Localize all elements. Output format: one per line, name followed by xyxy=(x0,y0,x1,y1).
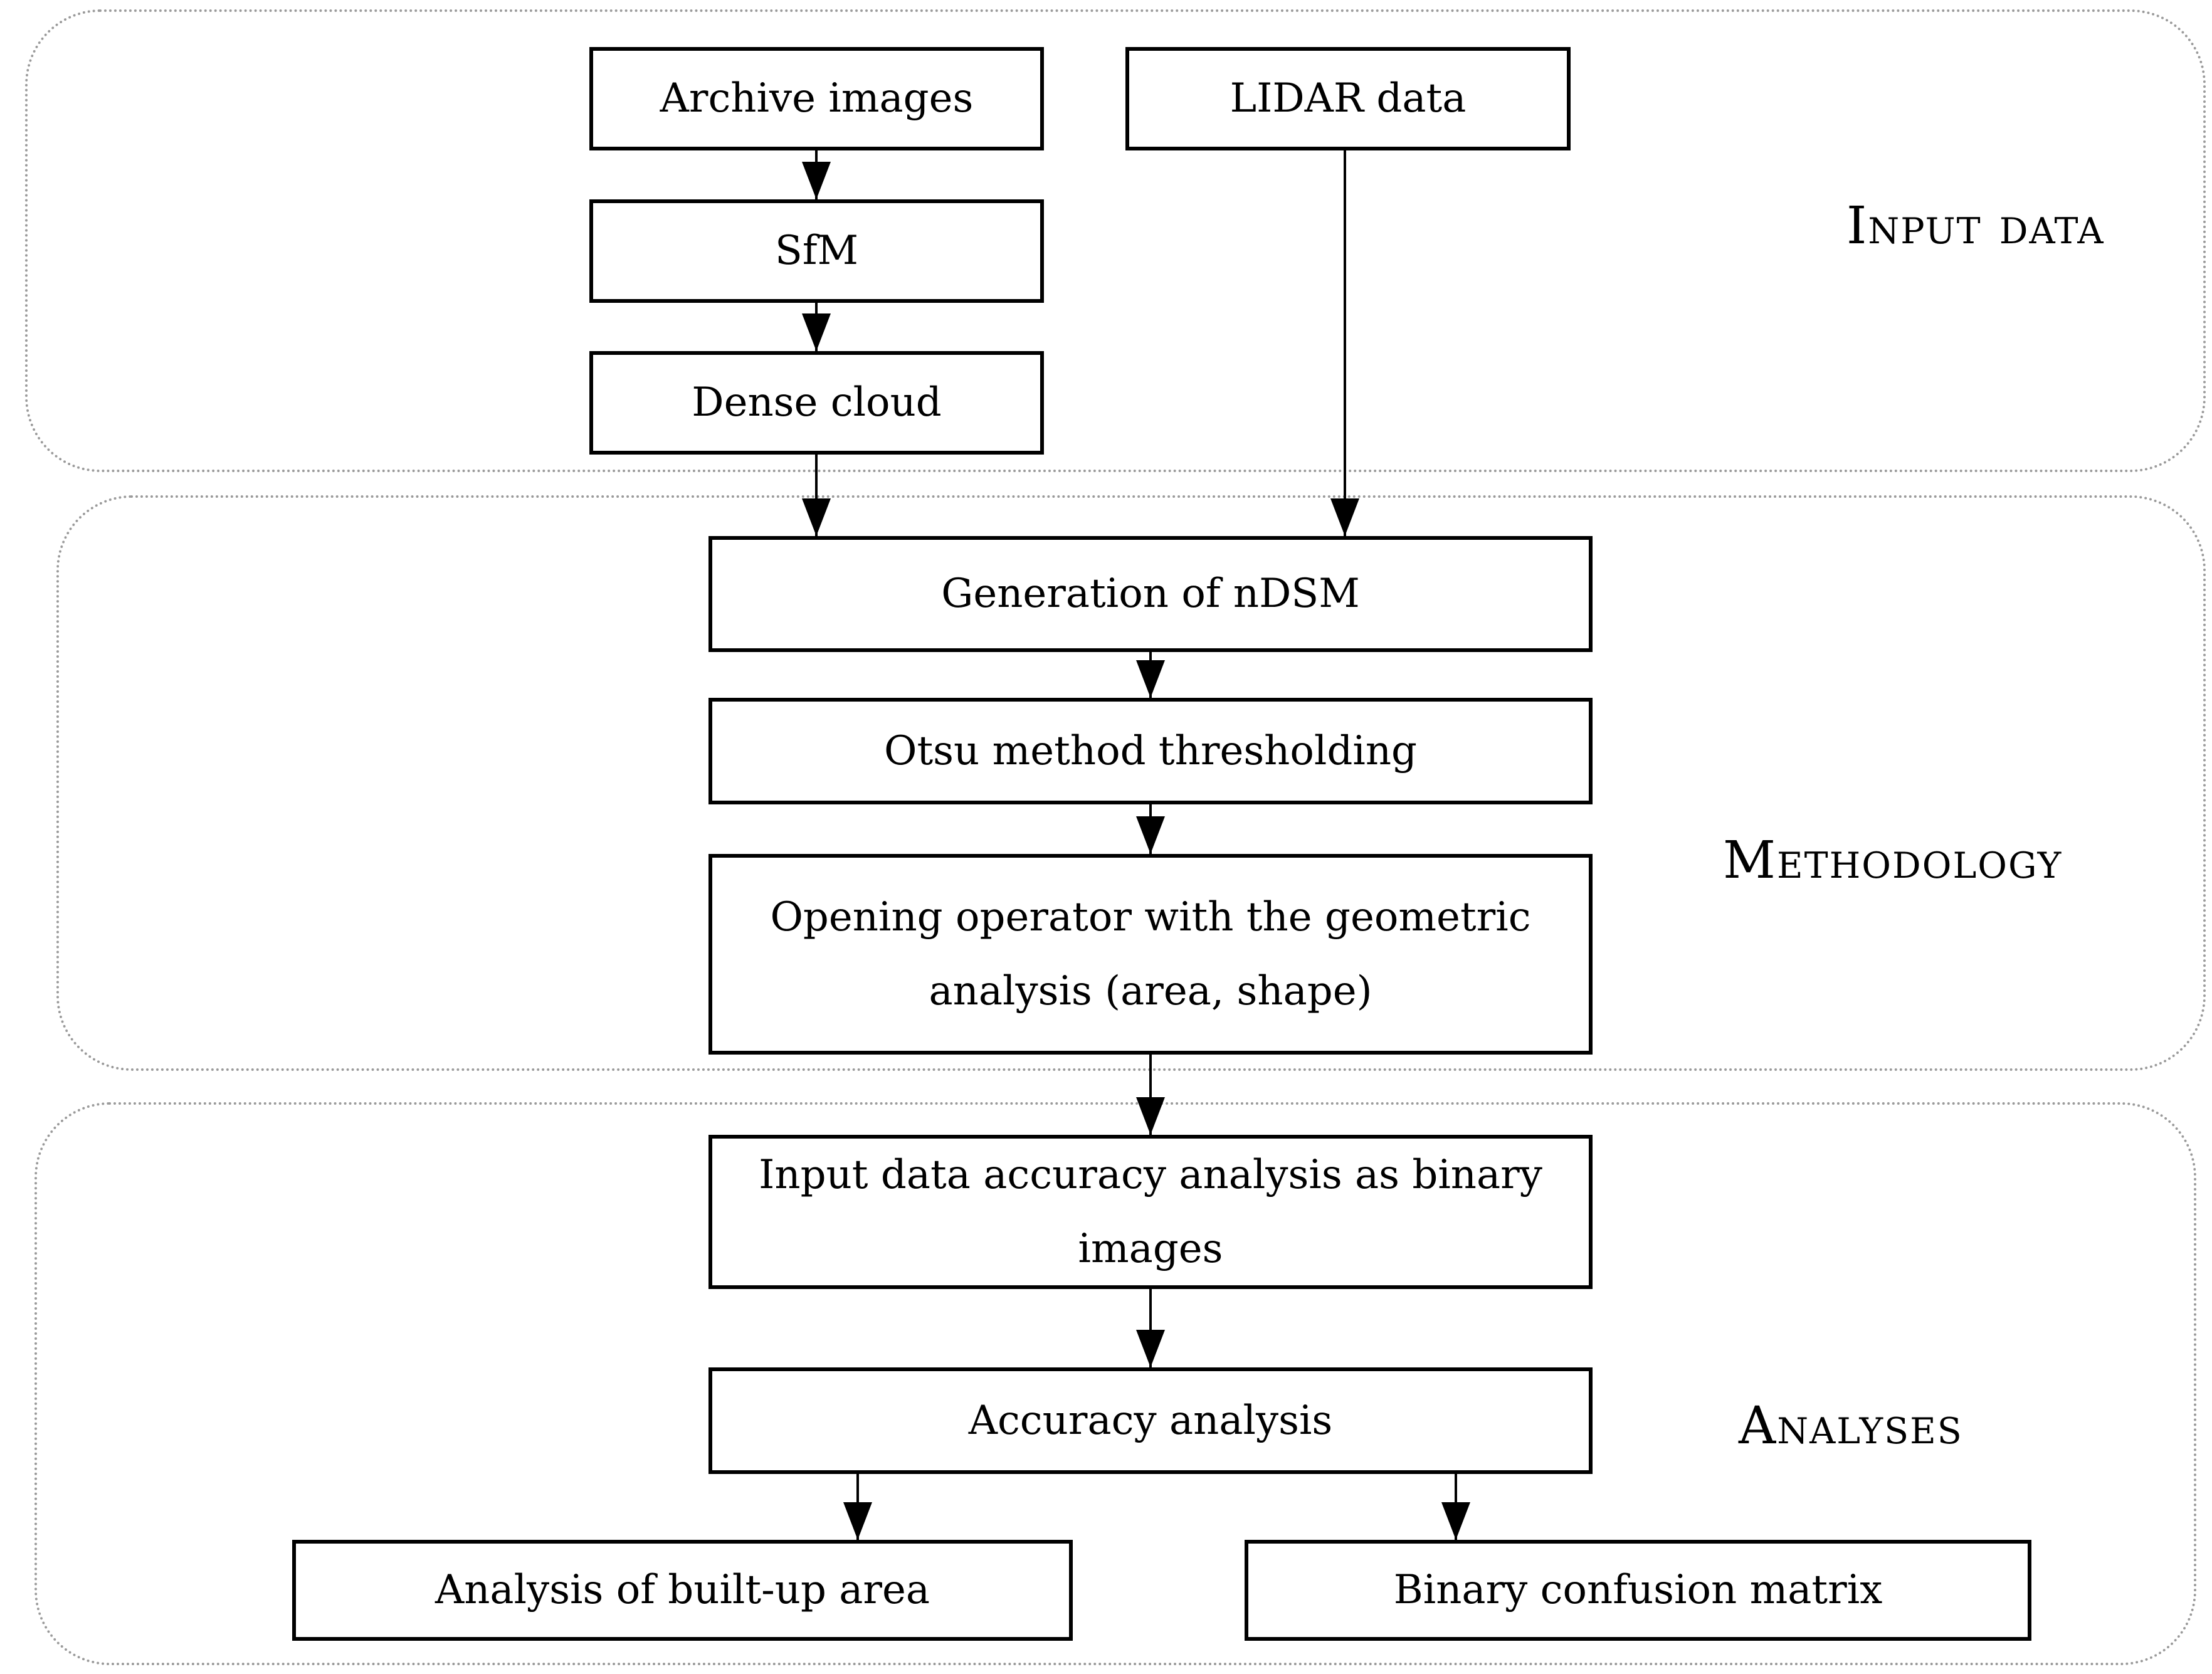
arrow-line xyxy=(1149,1289,1152,1367)
arrow-line xyxy=(1344,150,1346,536)
box-otsu-thresholding: Otsu method thresholding xyxy=(708,698,1593,804)
box-label: Input data accuracy analysis as binary i… xyxy=(759,1151,1542,1272)
arrowhead-down-icon xyxy=(1136,1097,1165,1135)
box-label: Accuracy analysis xyxy=(968,1397,1333,1444)
box-input-data-accuracy: Input data accuracy analysis as binary i… xyxy=(708,1135,1593,1289)
box-lidar-data: LIDAR data xyxy=(1125,47,1571,150)
arrowhead-down-icon xyxy=(1136,816,1165,854)
box-binary-confusion-matrix: Binary confusion matrix xyxy=(1245,1540,2031,1641)
box-archive-images: Archive images xyxy=(589,47,1044,150)
arrow-archive-to-sfm xyxy=(801,150,832,199)
arrow-lidar-to-ndsm xyxy=(1329,150,1361,536)
box-opening-operator: Opening operator with the geometric anal… xyxy=(708,854,1593,1055)
section-label-input-data: Input data xyxy=(1846,196,2105,256)
section-label-analyses: Analyses xyxy=(1739,1396,1963,1456)
section-label-methodology: Methodology xyxy=(1723,831,2063,890)
arrowhead-down-icon xyxy=(1330,498,1359,536)
arrow-ndsm-to-otsu xyxy=(1135,652,1166,698)
section-input-data xyxy=(25,9,2206,472)
box-label: Archive images xyxy=(660,75,974,122)
box-generation-ndsm: Generation of nDSM xyxy=(708,536,1593,652)
box-label: Opening operator with the geometric anal… xyxy=(770,893,1531,1014)
box-sfm: SfM xyxy=(589,199,1044,303)
arrow-line xyxy=(1149,1055,1152,1135)
arrow-otsu-to-opening-operator xyxy=(1135,804,1166,854)
arrow-dense-cloud-to-ndsm xyxy=(801,455,832,536)
arrowhead-down-icon xyxy=(802,162,831,199)
box-label: Dense cloud xyxy=(692,379,942,426)
arrow-accuracy-to-confusion-matrix xyxy=(1440,1474,1472,1540)
arrow-sfm-to-dense-cloud xyxy=(801,303,832,351)
arrow-opening-operator-to-input-accuracy xyxy=(1135,1055,1166,1135)
arrowhead-down-icon xyxy=(802,313,831,351)
arrowhead-down-icon xyxy=(843,1502,872,1540)
box-label: SfM xyxy=(774,228,859,275)
box-label: Binary confusion matrix xyxy=(1393,1567,1883,1614)
section-methodology xyxy=(56,495,2206,1071)
box-label: Analysis of built-up area xyxy=(434,1567,930,1614)
arrowhead-down-icon xyxy=(1136,660,1165,698)
arrow-line xyxy=(815,455,818,536)
box-accuracy-analysis: Accuracy analysis xyxy=(708,1367,1593,1474)
box-label: Generation of nDSM xyxy=(941,571,1360,618)
arrowhead-down-icon xyxy=(1136,1330,1165,1367)
box-analysis-builtup-area: Analysis of built-up area xyxy=(292,1540,1073,1641)
arrowhead-down-icon xyxy=(802,498,831,536)
arrow-accuracy-to-builtup-area xyxy=(842,1474,873,1540)
section-analyses xyxy=(34,1102,2196,1665)
box-dense-cloud: Dense cloud xyxy=(589,351,1044,455)
box-label: Otsu method thresholding xyxy=(883,727,1418,774)
arrow-input-accuracy-to-accuracy-analysis xyxy=(1135,1289,1166,1367)
arrowhead-down-icon xyxy=(1441,1502,1470,1540)
box-label: LIDAR data xyxy=(1230,75,1467,122)
